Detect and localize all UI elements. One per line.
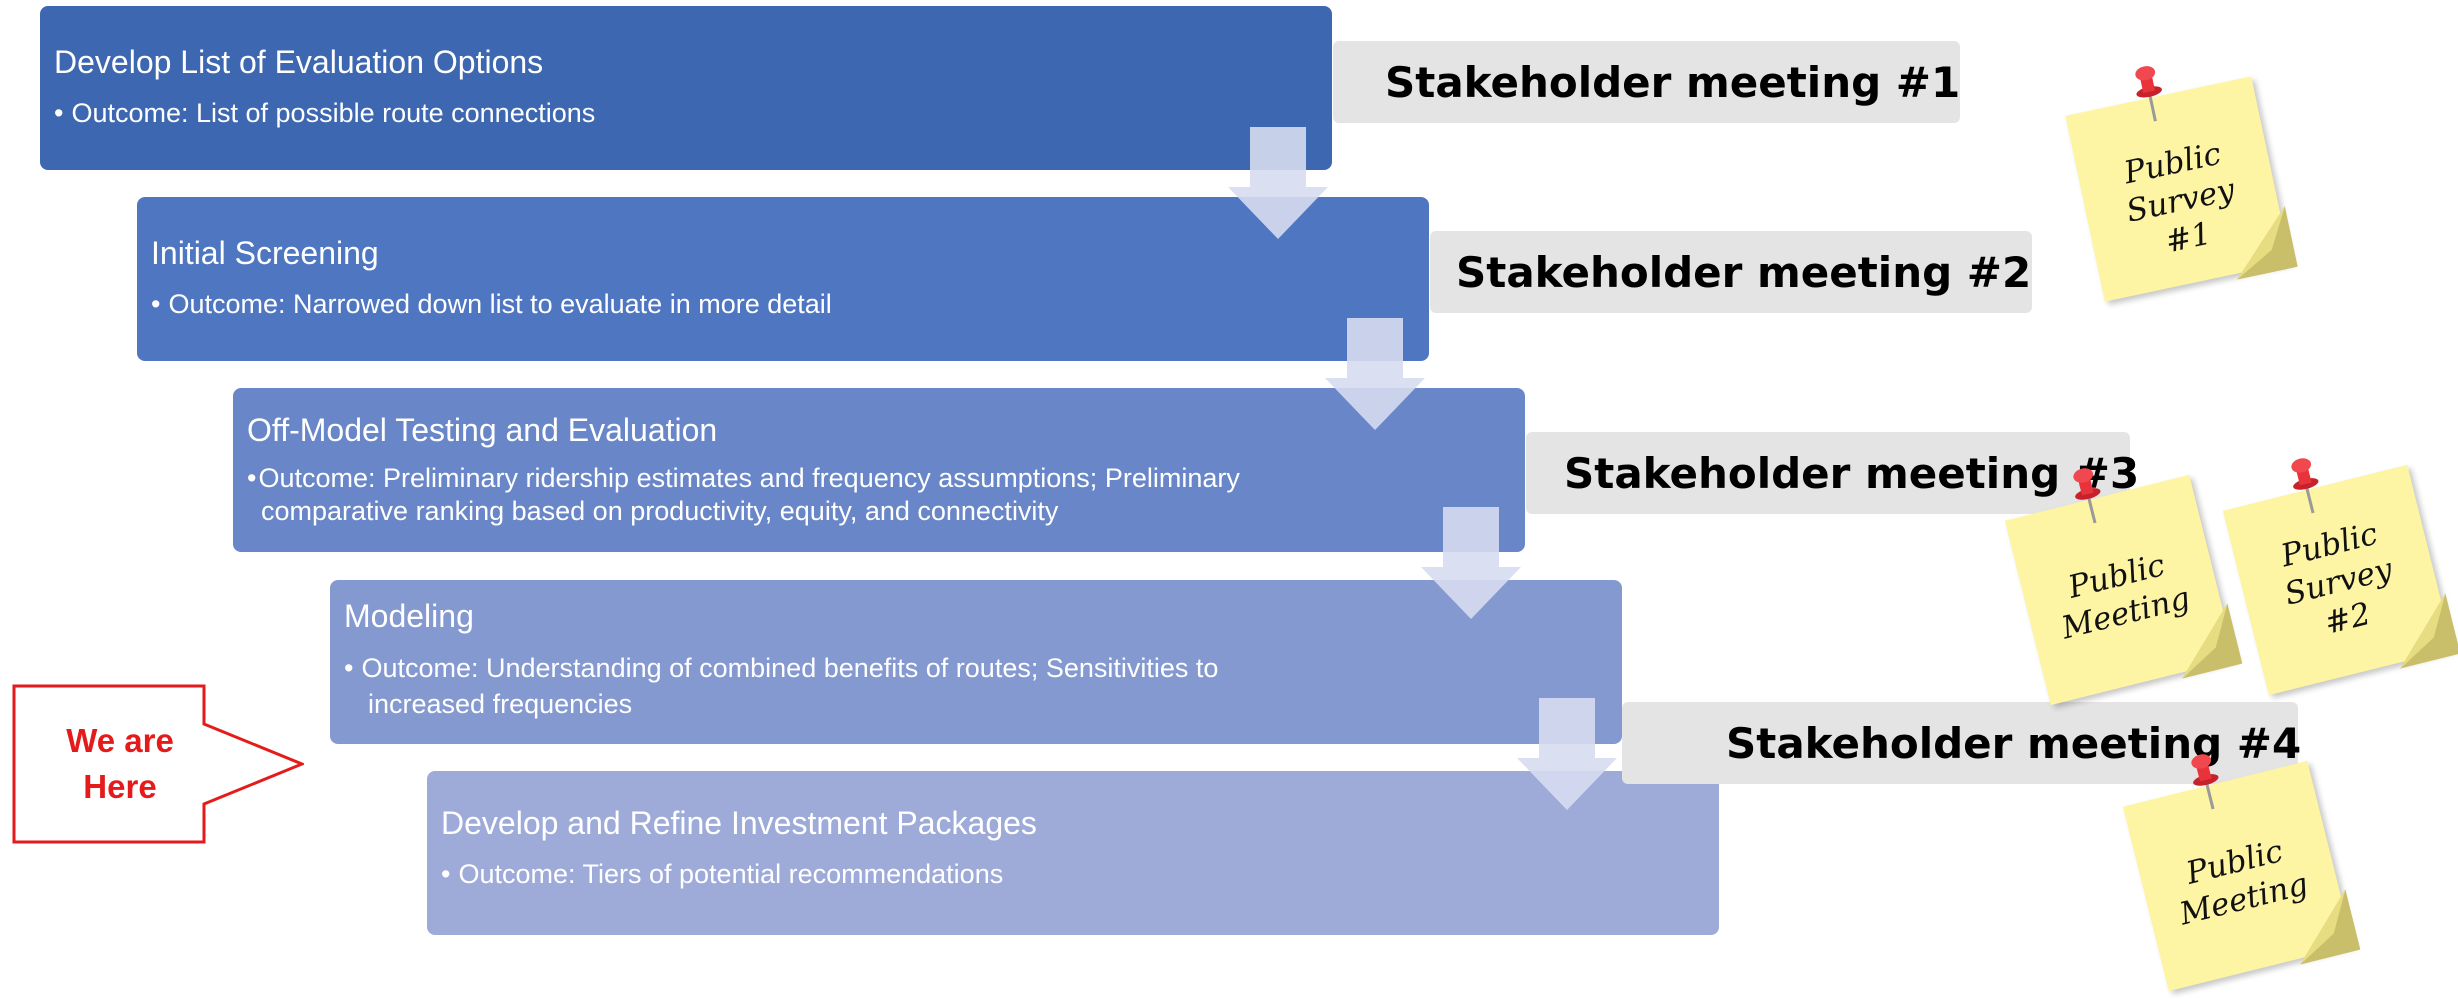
down-arrow-icon — [1325, 318, 1425, 430]
bullet: • — [54, 98, 64, 128]
process-step-modeling: Modeling •Outcome: Understanding of comb… — [330, 580, 1622, 744]
pushpin-icon — [2191, 754, 2219, 810]
process-step-develop-list: Develop List of Evaluation Options •Outc… — [40, 6, 1332, 170]
process-step-investment-packages: Develop and Refine Investment Packages •… — [427, 771, 1719, 935]
step-outcome: •Outcome: Understanding of combined bene… — [344, 650, 1602, 722]
pushpin-icon — [2291, 458, 2319, 514]
outcome-text-line-2: increased frequencies — [368, 689, 633, 719]
process-step-initial-screening: Initial Screening •Outcome: Narrowed dow… — [137, 197, 1429, 361]
sticky-note-public-meeting-2: Public Meeting — [2122, 754, 2361, 992]
page-curl-icon — [2400, 593, 2458, 669]
down-arrow-icon — [1517, 698, 1617, 810]
process-step-off-model-testing: Off-Model Testing and Evaluation •Outcom… — [233, 388, 1525, 552]
step-outcome: •Outcome: List of possible route connect… — [54, 96, 1312, 130]
stakeholder-meeting-4: Stakeholder meeting #4 — [1622, 702, 2301, 784]
step-outcome: •Outcome: Preliminary ridership estimate… — [247, 462, 1505, 528]
we-are-here-line-1: We are — [66, 722, 174, 759]
right-arrow-callout-icon — [12, 684, 306, 844]
bullet: • — [441, 859, 451, 889]
outcome-text-line-1: Outcome: Preliminary ridership estimates… — [258, 463, 1240, 493]
step-outcome: •Outcome: Tiers of potential recommendat… — [441, 857, 1699, 891]
pushpin-icon — [2073, 468, 2101, 524]
down-arrow-icon — [1421, 507, 1521, 619]
sticky-note-public-survey-1: Public Survey #1 — [2065, 66, 2298, 302]
stakeholder-meeting-2: Stakeholder meeting #2 — [1430, 231, 2032, 313]
page-curl-icon — [2182, 603, 2243, 679]
pushpin-icon — [2135, 66, 2162, 122]
stakeholder-meeting-3: Stakeholder meeting #3 — [1526, 432, 2139, 514]
step-outcome: •Outcome: Narrowed down list to evaluate… — [151, 287, 1409, 321]
step-title: Develop List of Evaluation Options — [54, 44, 544, 80]
down-arrow-icon — [1228, 127, 1328, 239]
outcome-text-line-1: Outcome: Understanding of combined benef… — [361, 653, 1219, 683]
step-title: Off-Model Testing and Evaluation — [247, 412, 718, 448]
step-title: Develop and Refine Investment Packages — [441, 805, 1037, 841]
outcome-text: Outcome: List of possible route connecti… — [71, 98, 596, 128]
bullet: • — [151, 289, 161, 319]
outcome-text: Outcome: Narrowed down list to evaluate … — [168, 289, 832, 319]
step-title: Initial Screening — [151, 235, 379, 271]
we-are-here-label: We are Here — [26, 718, 214, 810]
stakeholder-meeting-1: Stakeholder meeting #1 — [1333, 41, 1960, 123]
outcome-text: Outcome: Tiers of potential recommendati… — [458, 859, 1004, 889]
bullet: • — [247, 463, 257, 493]
sticky-note-public-meeting-1: Public Meeting — [2004, 468, 2243, 706]
bullet: • — [344, 653, 354, 683]
page-curl-icon — [2300, 889, 2361, 965]
we-are-here-line-2: Here — [83, 768, 157, 805]
step-title: Modeling — [344, 598, 474, 634]
we-are-here-callout: We are Here — [12, 684, 306, 844]
page-curl-icon — [2237, 206, 2298, 280]
outcome-text-line-2: comparative ranking based on productivit… — [261, 496, 1059, 526]
sticky-note-public-survey-2: Public Survey #2 — [2222, 458, 2458, 696]
